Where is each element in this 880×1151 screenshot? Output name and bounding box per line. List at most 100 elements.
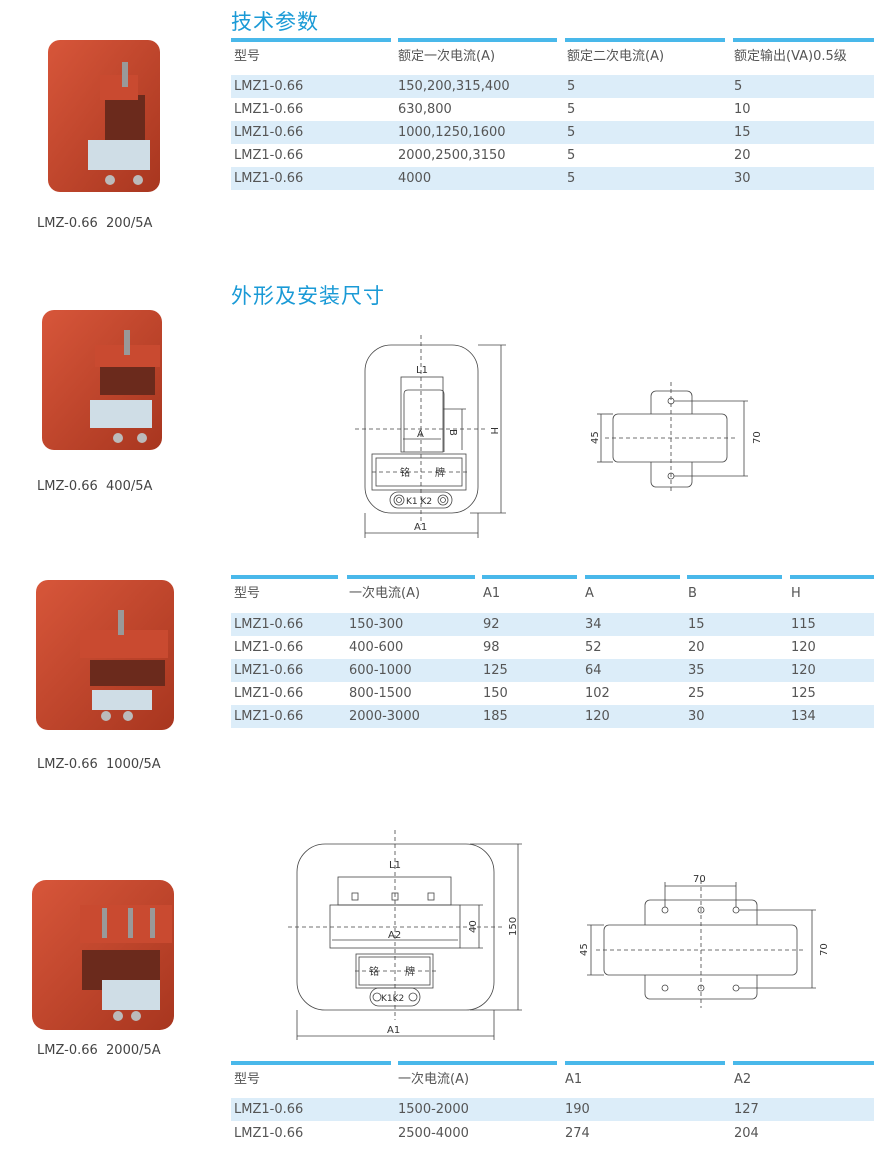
- table-cell: 204: [734, 1126, 759, 1141]
- table-cell: 800-1500: [349, 686, 412, 701]
- column-header: 型号: [234, 586, 261, 601]
- svg-text:45: 45: [590, 431, 601, 444]
- table-cell: 64: [585, 663, 602, 678]
- table-cell: 102: [585, 686, 610, 701]
- table-cell: 125: [791, 686, 816, 701]
- row-band: [231, 659, 874, 682]
- svg-text:A1: A1: [387, 1025, 400, 1036]
- svg-text:铭: 铭: [400, 466, 410, 479]
- table-cell: 185: [483, 709, 508, 724]
- table-cell: 98: [483, 640, 500, 655]
- column-header: 额定二次电流(A): [567, 49, 665, 64]
- table-cell: 2500-4000: [398, 1126, 469, 1141]
- table-cell: 5: [567, 125, 576, 140]
- header-bar: [231, 1061, 391, 1065]
- table-cell: LMZ1-0.66: [234, 663, 304, 678]
- svg-text:45: 45: [579, 943, 590, 956]
- svg-text:40: 40: [468, 920, 479, 933]
- product-image-200a: [48, 40, 160, 192]
- header-bar: [347, 575, 475, 579]
- side-view-labels-2: 70 45 70: [579, 874, 830, 956]
- table-cell: 134: [791, 709, 816, 724]
- row-band: [231, 121, 874, 144]
- table-cell: LMZ1-0.66: [234, 709, 304, 724]
- column-header: A1: [565, 1072, 583, 1087]
- header-bar: [482, 575, 577, 579]
- row-band: [231, 613, 874, 636]
- column-header: 一次电流(A): [398, 1072, 470, 1087]
- header-bar: [231, 38, 391, 42]
- table-cell: LMZ1-0.66: [234, 640, 304, 655]
- table-cell: 125: [483, 663, 508, 678]
- table-cell: 2000-3000: [349, 709, 420, 724]
- row-band: [231, 705, 874, 728]
- header-bar: [398, 1061, 557, 1065]
- table-cell: 25: [688, 686, 705, 701]
- table-cell: 150: [483, 686, 508, 701]
- side-view-drawing-1: [597, 382, 748, 492]
- column-header: 一次电流(A): [349, 586, 421, 601]
- header-bar: [790, 575, 874, 579]
- table-cell: LMZ1-0.66: [234, 1126, 304, 1141]
- table-cell: 150,200,315,400: [398, 79, 510, 94]
- table-cell: LMZ1-0.66: [234, 617, 304, 632]
- column-header: A: [585, 586, 594, 601]
- table-cell: 400-600: [349, 640, 404, 655]
- header-bar: [733, 38, 874, 42]
- svg-text:牌: 牌: [435, 466, 445, 479]
- table-cell: 5: [567, 171, 576, 186]
- product-image-2000a: [32, 880, 174, 1030]
- header-bar: [585, 575, 680, 579]
- table-cell: LMZ1-0.66: [234, 1102, 304, 1117]
- header-bar: [733, 1061, 874, 1065]
- table-cell: 34: [585, 617, 602, 632]
- table-cell: 120: [791, 640, 816, 655]
- front-view-drawing-1: [355, 335, 506, 538]
- table-cell: 2000,2500,3150: [398, 148, 506, 163]
- table-cell: 5: [567, 102, 576, 117]
- svg-text:B: B: [447, 429, 458, 436]
- side-view-drawing-2: [587, 880, 816, 1008]
- front-view-drawing-2: [288, 830, 522, 1040]
- product-image-1000a: [36, 580, 174, 730]
- side-view-labels-1: 45 70: [590, 431, 763, 444]
- table-cell: 4000: [398, 171, 432, 186]
- header-bar: [687, 575, 782, 579]
- table-cell: LMZ1-0.66: [234, 171, 304, 186]
- table-cell: 1500-2000: [398, 1102, 469, 1117]
- product-image-400a: [42, 310, 162, 450]
- table-cell: 115: [791, 617, 816, 632]
- table-cell: 15: [734, 125, 751, 140]
- table-cell: 5: [734, 79, 743, 94]
- svg-text:H: H: [488, 427, 499, 435]
- table-cell: 274: [565, 1126, 590, 1141]
- column-header: A2: [734, 1072, 752, 1087]
- column-header: 型号: [234, 1072, 261, 1087]
- table-cell: 30: [688, 709, 705, 724]
- svg-text:70: 70: [693, 874, 706, 885]
- product-caption: LMZ-0.66 2000/5A: [37, 1043, 161, 1058]
- front-view-labels-2: L1 A2 40 150 A1 铭 牌 K1K2: [369, 860, 519, 1036]
- row-band: [231, 75, 874, 98]
- table-cell: 190: [565, 1102, 590, 1117]
- column-header: A1: [483, 586, 501, 601]
- svg-text:铭: 铭: [369, 965, 379, 978]
- svg-text:L1: L1: [389, 860, 401, 871]
- section-title-specs: 技术参数: [231, 10, 319, 34]
- table-cell: 52: [585, 640, 602, 655]
- table-cell: 20: [734, 148, 751, 163]
- header-bar: [565, 38, 725, 42]
- table-cell: 20: [688, 640, 705, 655]
- column-header: H: [791, 586, 801, 601]
- header-bar: [398, 38, 557, 42]
- table-cell: 5: [567, 148, 576, 163]
- svg-text:70: 70: [752, 431, 763, 444]
- table-cell: 10: [734, 102, 751, 117]
- table-cell: LMZ1-0.66: [234, 79, 304, 94]
- table-cell: 92: [483, 617, 500, 632]
- table-cell: 35: [688, 663, 705, 678]
- header-bar: [565, 1061, 725, 1065]
- column-header: B: [688, 586, 697, 601]
